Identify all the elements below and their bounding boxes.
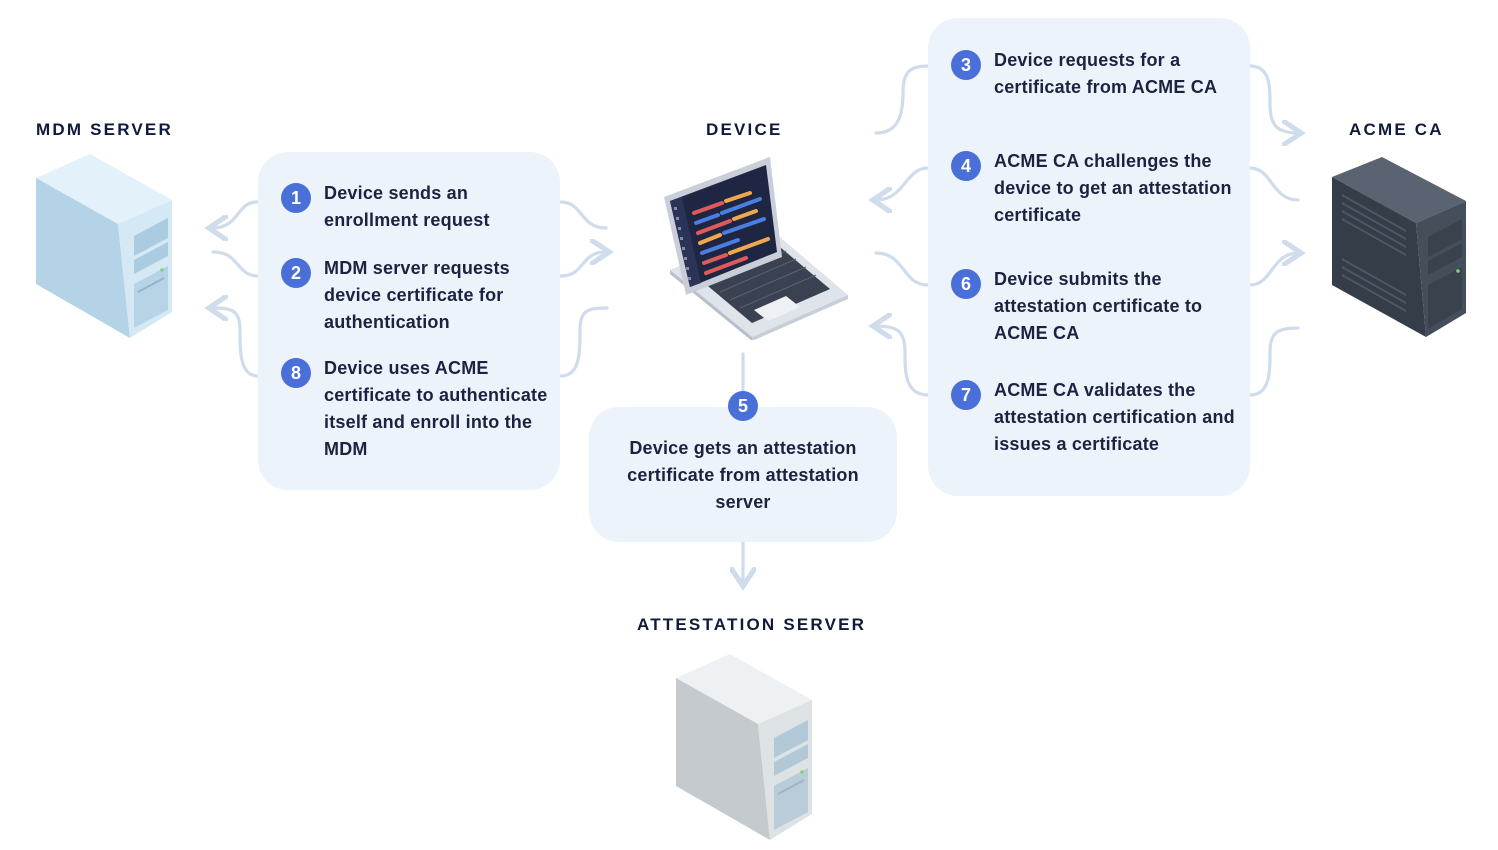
attestation-server-title: ATTESTATION SERVER	[637, 615, 867, 634]
step-8: 8 Device uses ACME certificate to authen…	[281, 355, 551, 463]
connector-2-left	[211, 250, 260, 278]
connector-4-right	[1248, 166, 1300, 202]
attestation-server-icon	[676, 654, 812, 840]
step-6-badge: 6	[951, 269, 981, 299]
step-7-badge: 7	[951, 380, 981, 410]
connector-2-right	[559, 252, 606, 278]
connector-8-left	[212, 308, 260, 378]
step-3-badge: 3	[951, 50, 981, 80]
connector-4-left	[876, 166, 930, 200]
connector-6-right	[1248, 253, 1298, 287]
step-5-badge: 5	[728, 391, 758, 421]
step-2: 2 MDM server requests device certificate…	[281, 255, 551, 336]
acme-steps-panel	[928, 18, 1250, 496]
attestation-step-panel	[589, 407, 897, 542]
step-4: 4 ACME CA challenges the device to get a…	[951, 148, 1243, 229]
acme-ca-title: ACME CA	[1349, 120, 1444, 139]
connector-3-left	[874, 64, 930, 135]
connector-7-right	[1248, 326, 1300, 397]
connector-7-left	[876, 326, 930, 397]
connector-8-right	[559, 306, 609, 378]
step-2-badge: 2	[281, 258, 311, 288]
device-title: DEVICE	[706, 120, 783, 139]
step-2-text: MDM server requests device certificate f…	[324, 258, 510, 332]
step-6-text: Device submits the attestation certifica…	[994, 269, 1203, 343]
mdm-server-title: MDM SERVER	[36, 120, 173, 139]
mdm-server-icon	[36, 154, 172, 338]
step-3: 3 Device requests for a certificate from…	[951, 47, 1243, 101]
acme-server-icon	[1332, 157, 1466, 337]
step-1-text: Device sends an enrollment request	[324, 183, 490, 230]
step-1: 1 Device sends an enrollment request	[281, 180, 551, 234]
connector-6-left	[874, 251, 930, 287]
step-3-text: Device requests for a certificate from A…	[994, 50, 1218, 97]
step-5-text: Device gets an attestation certificate f…	[627, 438, 859, 512]
step-7-text: ACME CA validates the attestation certif…	[994, 380, 1235, 454]
connector-3-right	[1248, 64, 1298, 133]
step-1-badge: 1	[281, 183, 311, 213]
step-8-text: Device uses ACME certificate to authenti…	[324, 358, 548, 459]
connector-1-left	[212, 200, 259, 228]
step-4-text: ACME CA challenges the device to get an …	[994, 151, 1232, 225]
laptop-icon	[664, 157, 848, 340]
step-6: 6 Device submits the attestation certifi…	[951, 266, 1243, 347]
mdm-steps-panel	[258, 152, 560, 490]
step-7: 7 ACME CA validates the attestation cert…	[951, 377, 1243, 458]
connector-1-right	[559, 200, 608, 230]
step-8-badge: 8	[281, 358, 311, 388]
step-4-badge: 4	[951, 151, 981, 181]
